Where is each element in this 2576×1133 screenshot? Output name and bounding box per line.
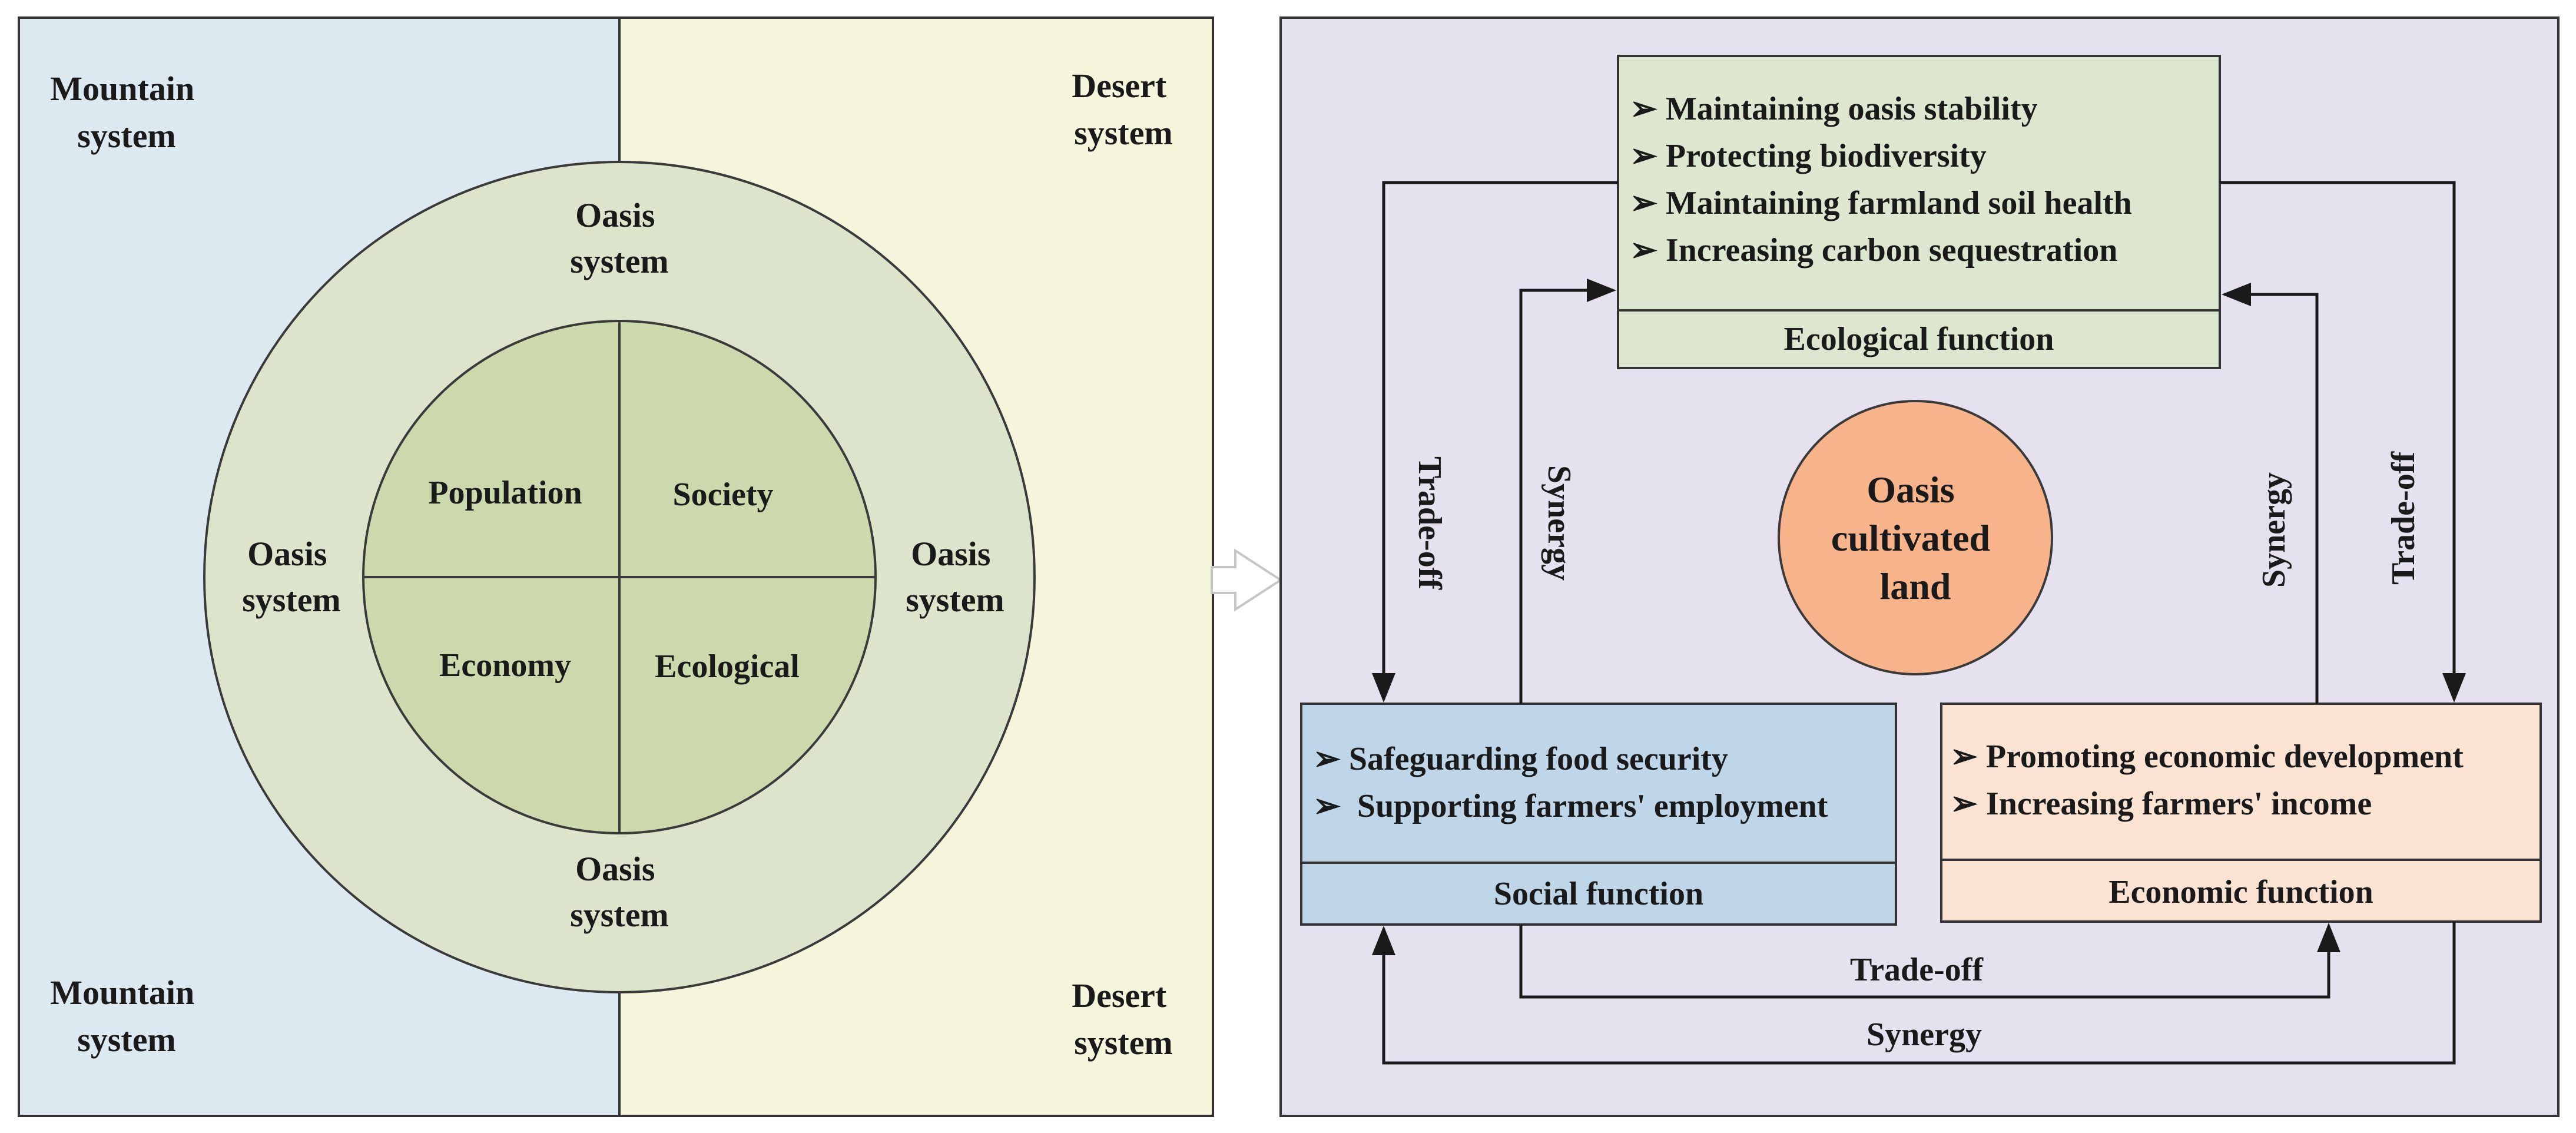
ecological-box-bg xyxy=(1617,55,2221,369)
ecological-bullet-3: ➢ Maintaining farmland soil health xyxy=(1630,185,2132,221)
bullet-arrow-icon: ➢ xyxy=(1630,185,1666,221)
social-function-title: Social function xyxy=(1494,876,1703,912)
transition-arrow xyxy=(1211,548,1283,612)
bullet-arrow-icon: ➢ xyxy=(1950,786,1986,822)
bullet-arrow-icon: ➢ xyxy=(1950,738,1986,775)
quadrant-population: Population xyxy=(428,475,582,511)
social-bullet-1: ➢ Safeguarding food security xyxy=(1313,741,1728,777)
bottom-synergy-connector xyxy=(1372,922,2456,1065)
desert-label-top: Desert system xyxy=(1072,67,1175,152)
bullet-arrow-icon: ➢ xyxy=(1630,91,1666,127)
oasis-label-right: Oasis system xyxy=(906,535,1004,619)
right-tradeoff-label: Trade-off xyxy=(2385,451,2422,585)
oasis-label-bottom: Oasis system xyxy=(570,850,669,934)
mountain-label-bottom: Mountain system xyxy=(50,973,203,1059)
social-bullet-2: ➢ Supporting farmers' employment xyxy=(1313,788,1828,824)
economic-bullet-2: ➢ Increasing farmers' income xyxy=(1950,786,2372,822)
connectors xyxy=(1372,181,2466,1065)
bottom-synergy-label: Synergy xyxy=(1866,1016,1982,1053)
center-label: Oasis cultivated land xyxy=(1831,469,2000,607)
right-synergy-label: Synergy xyxy=(2256,472,2292,588)
ecological-function-title: Ecological function xyxy=(1784,321,2054,357)
right-panel: ➢ Maintaining oasis stability ➢ Protecti… xyxy=(1279,16,2560,1117)
oasis-cultivated-land-node: Oasis cultivated land xyxy=(1778,400,2053,675)
left-tradeoff-label: Trade-off xyxy=(1411,456,1448,590)
center-circle xyxy=(1778,400,2053,675)
quadrant-economy: Economy xyxy=(439,647,571,684)
economic-bullet-1: ➢ Promoting economic development xyxy=(1950,738,2464,775)
ecological-bullet-2: ➢ Protecting biodiversity xyxy=(1630,138,1987,174)
right-synergy-connector xyxy=(2222,283,2319,704)
economic-box-bg xyxy=(1940,703,2542,923)
bullet-arrow-icon: ➢ xyxy=(1630,138,1666,174)
ecological-bullet-4: ➢ Increasing carbon sequestration xyxy=(1630,232,2117,269)
left-synergy-connector xyxy=(1519,279,1616,704)
oasis-label-top: Oasis system xyxy=(570,196,669,280)
quadrant-society: Society xyxy=(672,476,773,513)
ecological-bullet-1: ➢ Maintaining oasis stability xyxy=(1630,91,2038,127)
right-tradeoff-connector xyxy=(2220,181,2466,703)
left-panel: Mountain system Desert system Mountain s… xyxy=(18,16,1214,1117)
left-synergy-label: Synergy xyxy=(1541,465,1577,581)
oasis-label-left: Oasis system xyxy=(242,535,341,619)
bullet-arrow-icon: ➢ xyxy=(1313,741,1349,777)
left-tradeoff-connector xyxy=(1372,181,1618,703)
quadrant-ecological: Ecological xyxy=(655,648,800,685)
social-function-box: ➢ Safeguarding food security ➢ Supportin… xyxy=(1300,703,1897,926)
mountain-label-top: Mountain system xyxy=(50,69,203,155)
economic-function-box: ➢ Promoting economic development ➢ Incre… xyxy=(1940,703,2542,923)
ecological-function-box: ➢ Maintaining oasis stability ➢ Protecti… xyxy=(1617,55,2221,369)
economic-function-title: Economic function xyxy=(2108,874,2373,910)
bottom-tradeoff-connector xyxy=(1519,923,2340,999)
bottom-tradeoff-label: Trade-off xyxy=(1850,952,1984,988)
social-box-bg xyxy=(1300,703,1897,926)
bullet-arrow-icon: ➢ xyxy=(1313,788,1349,824)
bullet-arrow-icon: ➢ xyxy=(1630,232,1666,269)
desert-label-bottom: Desert system xyxy=(1072,976,1175,1062)
